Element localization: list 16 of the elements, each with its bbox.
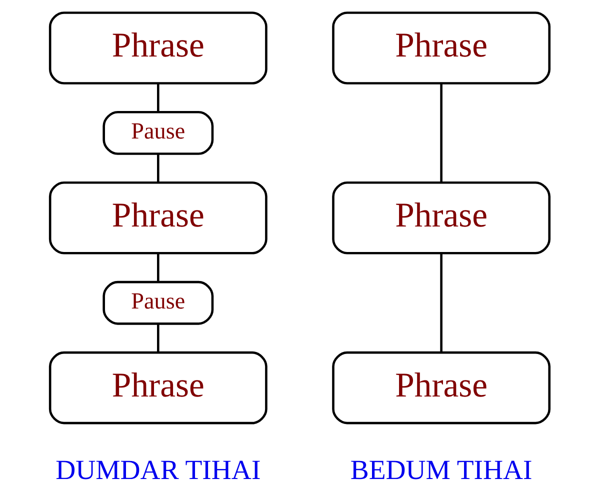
node-box: Phrase [48, 351, 267, 424]
node-box: Phrase [48, 182, 267, 254]
label: DUMDAR TIHAI [55, 454, 260, 485]
connector [440, 253, 442, 352]
node-box: Phrase [332, 182, 550, 254]
connector [440, 83, 442, 182]
connector [156, 254, 159, 282]
label: BEDUM TIHAI [350, 454, 532, 485]
node-box: Phrase [332, 12, 550, 84]
connector [156, 324, 159, 352]
node-box: Pause [102, 280, 214, 325]
connector [156, 84, 159, 112]
connector [156, 154, 159, 182]
node-box: Pause [102, 111, 214, 155]
node-box: Phrase [48, 12, 267, 84]
node-box: Phrase [332, 351, 550, 424]
